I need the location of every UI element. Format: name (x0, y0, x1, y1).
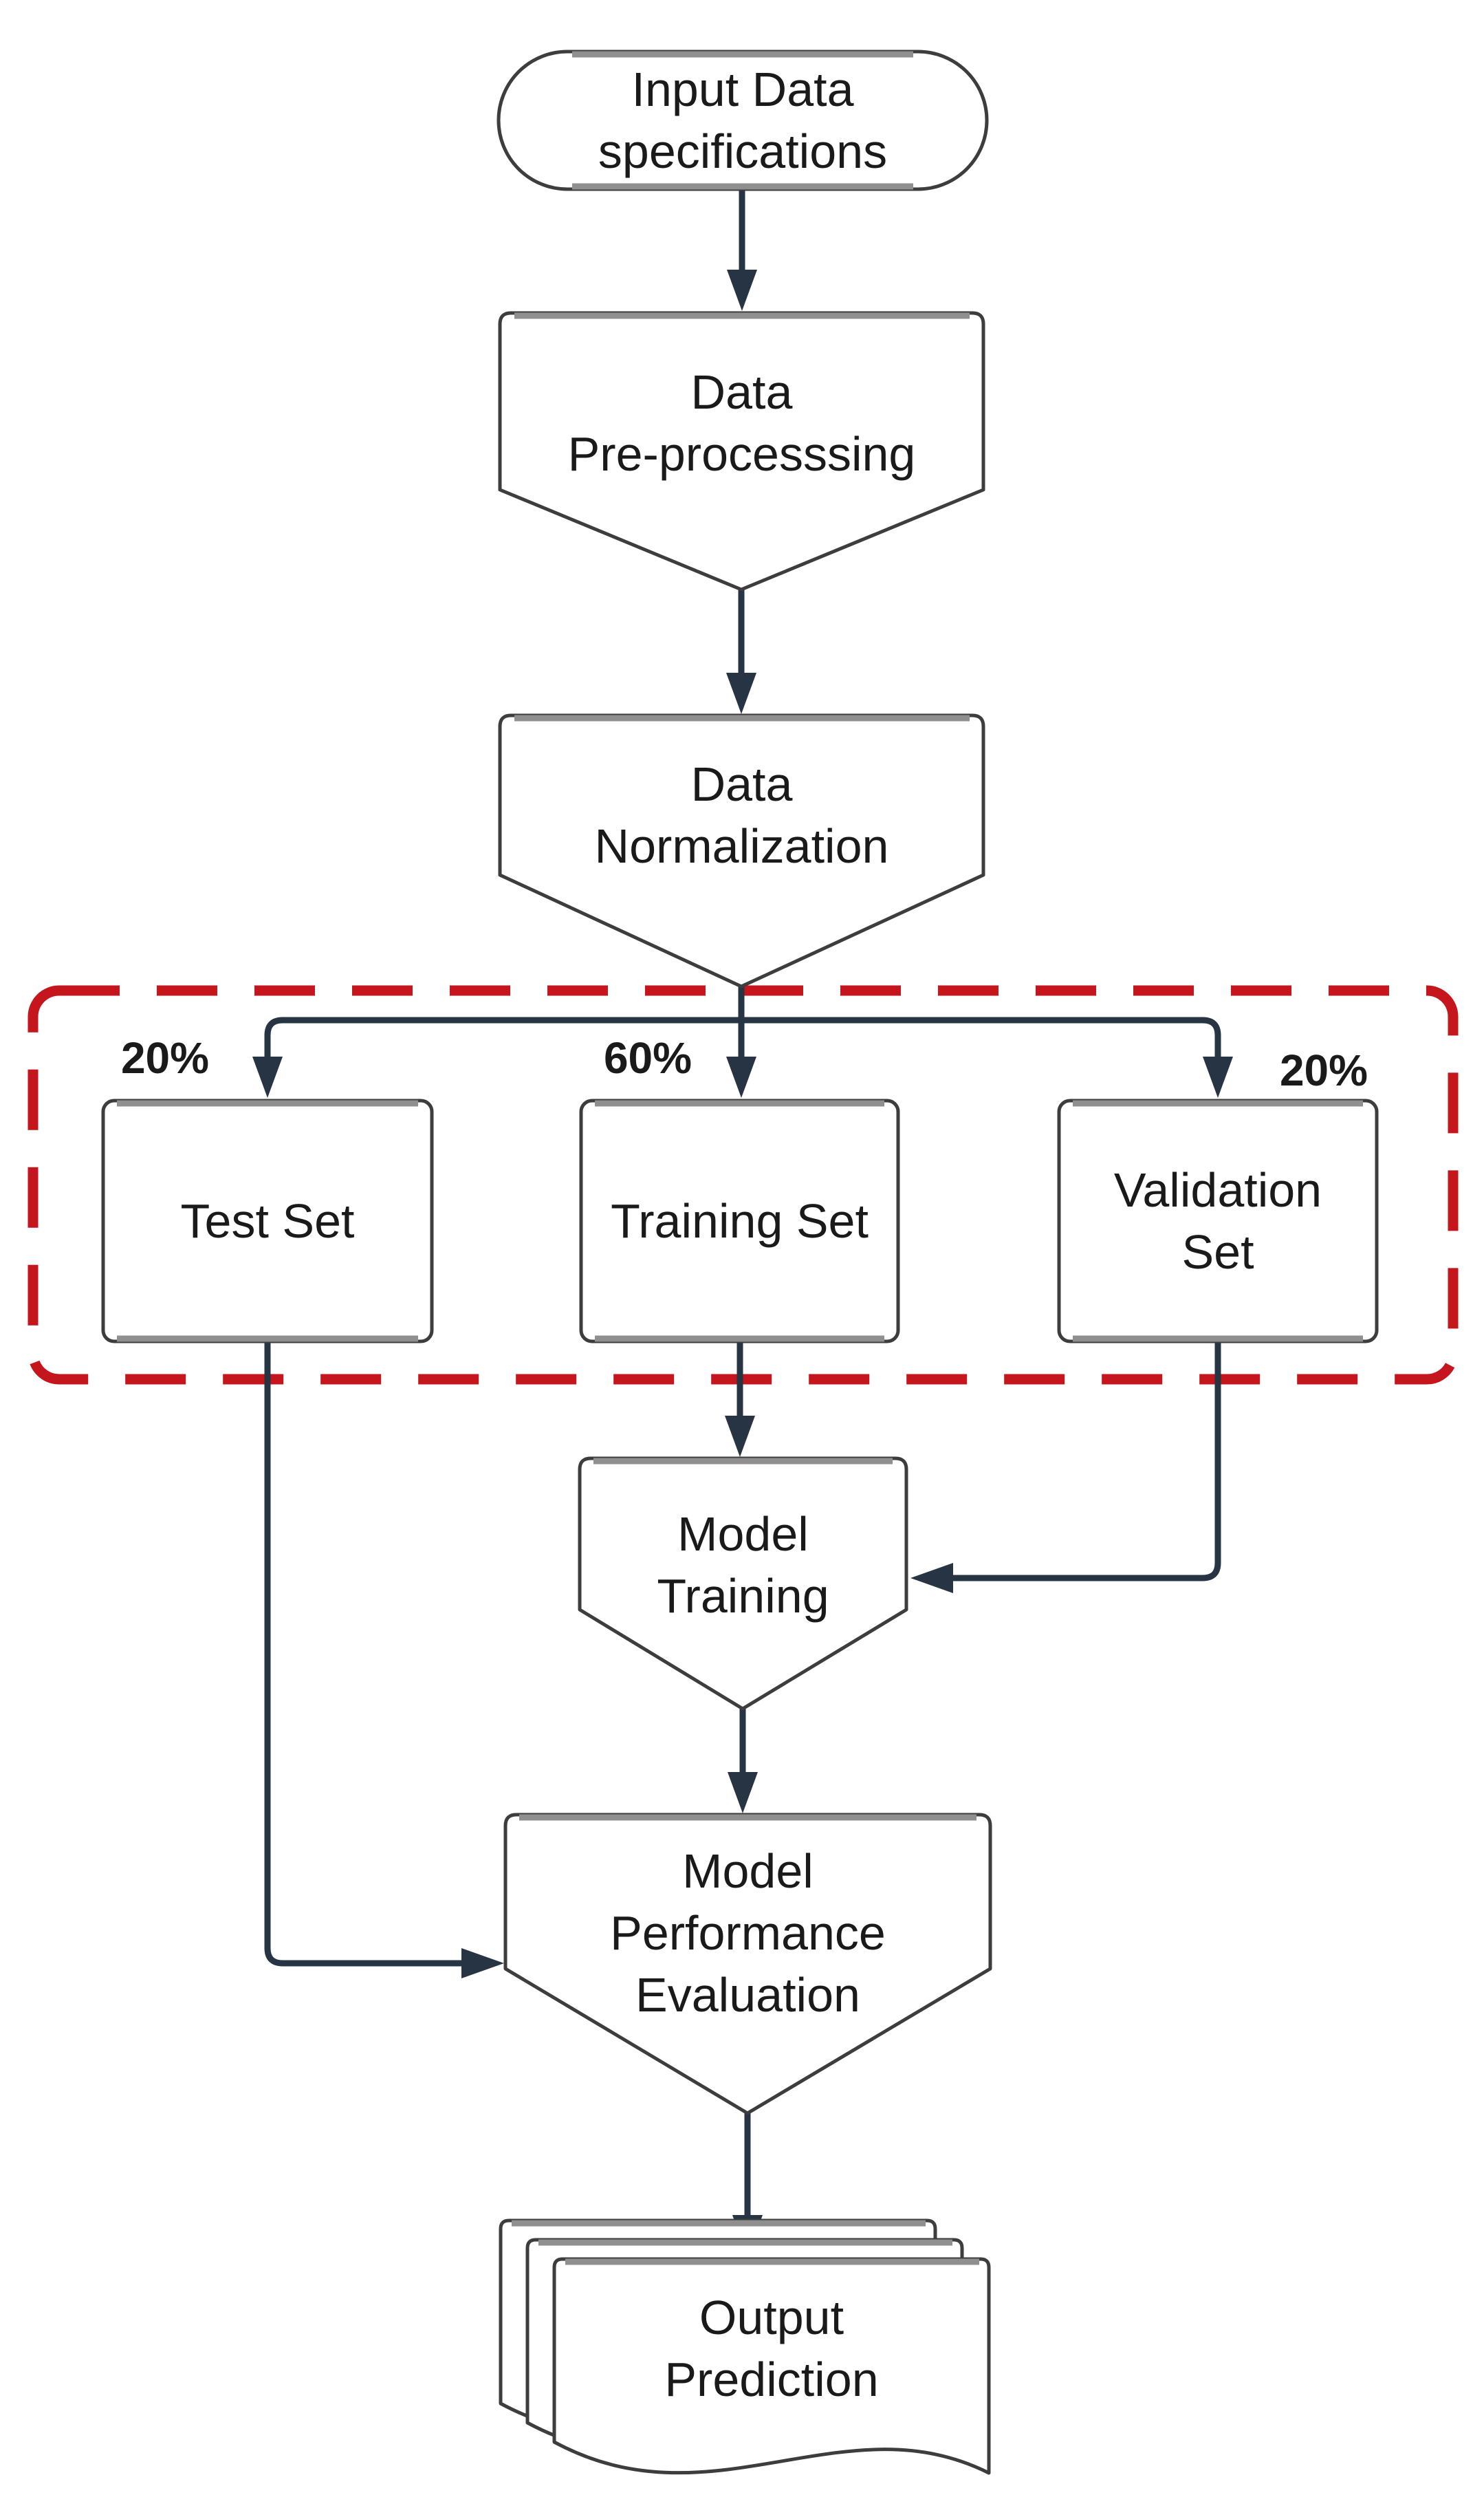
arrowhead-input-to-preprocessing (727, 270, 757, 311)
arrowhead-training-set-to-model-training (725, 1416, 755, 1457)
arrowhead-model-training-to-evaluation (728, 1772, 758, 1813)
model-training-node-label: Model Training (657, 1507, 829, 1623)
connector-test-set-to-evaluation (264, 1343, 461, 1967)
output-node-front-page (552, 2257, 991, 2475)
evaluation-node-label: Model Performance Evaluation (610, 1844, 886, 2022)
normalization-node-shape (498, 713, 985, 989)
normalization-node-label: Data Normalization (594, 757, 889, 873)
arrowhead-test-set-to-evaluation (461, 1948, 504, 1978)
arrowhead-split-to-training-set (726, 1057, 756, 1098)
arrowhead-split-to-validation-set (1203, 1057, 1233, 1098)
training-set-node-label: Training Set (611, 1194, 869, 1248)
output-node-label: Output Prediction (664, 2291, 879, 2406)
arrowhead-validation-set-to-model-training (910, 1563, 953, 1593)
input-node-label: Input Data specifications (598, 63, 888, 178)
training-set-percentage-label: 60% (603, 1033, 692, 1083)
test-set-node-label: Test Set (180, 1194, 355, 1248)
evaluation-node-shape (503, 1813, 992, 2115)
preprocessing-node-label: Data Pre-processsing (567, 365, 916, 481)
validation-set-node-label: Validation Set (1113, 1163, 1322, 1279)
preprocessing-node-shape (498, 311, 985, 592)
model-training-node-shape (578, 1456, 908, 1711)
arrowhead-split-to-test-set (252, 1057, 283, 1098)
test-set-percentage-label: 20% (120, 1033, 210, 1083)
arrowhead-preprocessing-to-normalization (726, 673, 756, 714)
connector-validation-set-to-model-training (953, 1343, 1221, 1581)
connector-split-branch (264, 1017, 1221, 1057)
validation-set-percentage-label: 20% (1279, 1046, 1368, 1095)
